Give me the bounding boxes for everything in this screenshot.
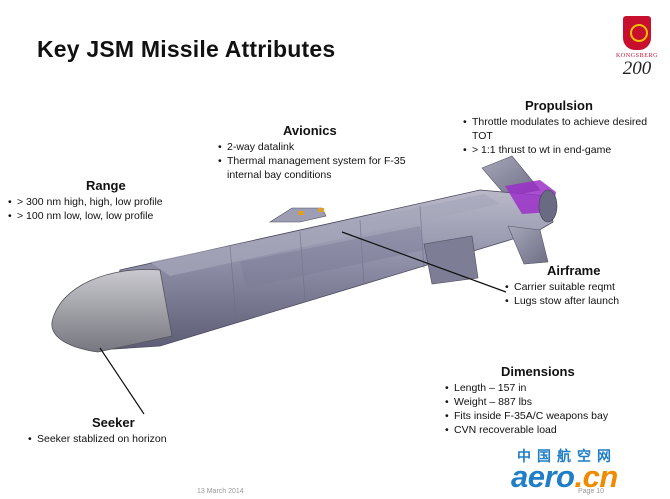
tail-fin-bottom [507,225,549,265]
kongsberg-logo: KONGSBERG 200 [612,16,662,94]
dimensions-item: Fits inside F-35A/C weapons bay [443,409,665,423]
lower-wing [423,235,479,285]
range-heading: Range [86,178,126,193]
callout-seeker [99,347,145,415]
airframe-section: Airframe Carrier suitable reqmt Lugs sto… [503,263,663,309]
seeker-section: Seeker Seeker stablized on horizon [26,415,226,447]
dimensions-item: Weight – 887 lbs [443,395,665,409]
seeker-heading: Seeker [92,415,135,430]
propulsion-heading: Propulsion [525,98,593,113]
watermark-domain-name: aero [511,459,575,494]
range-item: > 100 nm low, low, low profile [6,209,163,223]
dimensions-item: CVN recoverable load [443,423,665,437]
crest-icon [623,16,651,50]
fuselage-ridge [150,194,500,276]
dimensions-heading: Dimensions [501,364,575,379]
avionics-item: 2-way datalink [216,140,406,154]
watermark-tld: .cn [574,459,618,494]
footer-date: 13 March 2014 [197,488,244,495]
seeker-item: Seeker stablized on horizon [26,432,226,446]
dimensions-section: Dimensions Length – 157 in Weight – 887 … [443,364,665,438]
avionics-heading: Avionics [283,123,337,138]
dimensions-item: Length – 157 in [443,381,665,395]
range-section: Range > 300 nm high, high, low profile >… [6,178,163,224]
watermark-cn: 中国航空网 [517,448,617,464]
propulsion-section: Propulsion Throttle modulates to achieve… [461,98,661,158]
avionics-item: Thermal management system for F-35 inter… [216,154,406,182]
airframe-item: Lugs stow after launch [503,294,663,308]
airframe-heading: Airframe [547,263,601,278]
aero-watermark: 中国航空网 aero.cn [511,446,661,494]
watermark-domain: aero.cn [511,459,618,495]
logo-brand: KONGSBERG [615,53,659,59]
logo-anniversary: 200 [622,58,652,79]
nose-cone [51,269,173,353]
footer-page: Page 10 [578,488,605,495]
propulsion-item: Throttle modulates to achieve desired TO… [461,115,661,143]
page-title: Key JSM Missile Attributes [37,36,336,62]
callout-airframe [341,231,507,293]
airframe-item: Carrier suitable reqmt [503,280,663,294]
avionics-section: Avionics 2-way datalink Thermal manageme… [216,124,406,182]
range-item: > 300 nm high, high, low profile [6,195,163,209]
propulsion-item: > 1:1 thrust to wt in end-game [461,143,661,157]
